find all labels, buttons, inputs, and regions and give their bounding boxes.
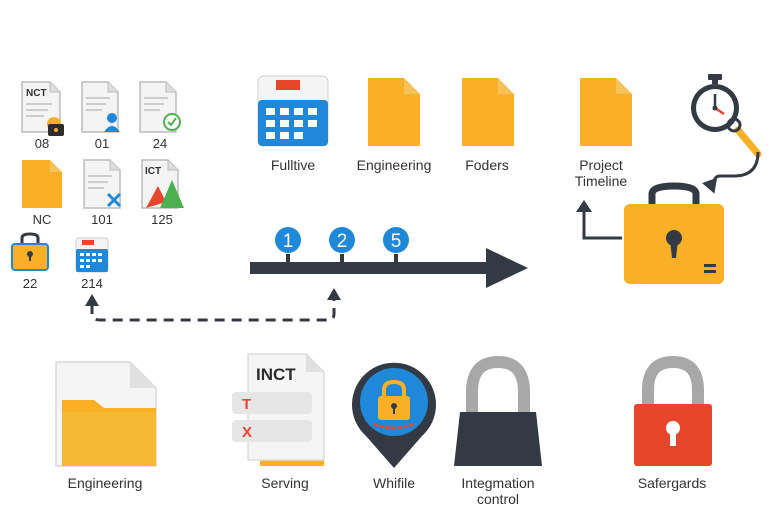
grid-item-folder <box>20 158 64 210</box>
bottom-label: Serving <box>261 475 309 491</box>
padlock-dark-icon <box>454 355 542 466</box>
grid-label: 22 <box>22 276 38 291</box>
document-lock-icon: NCT <box>21 81 64 136</box>
location-lock-icon <box>352 362 436 468</box>
document-icon <box>462 78 514 146</box>
row-label: X <box>242 424 252 441</box>
briefcase-lock-icon <box>11 232 49 271</box>
top-item-calendar <box>256 74 330 148</box>
bottom-item-folder <box>54 360 160 468</box>
top-label: Engineering <box>356 157 432 173</box>
timeline-step: 5 <box>391 231 402 252</box>
bottom-label: Whifile <box>372 475 415 491</box>
grid-item-briefcase-lock <box>10 232 50 272</box>
padlock-red-icon <box>634 355 712 466</box>
timeline-step: 1 <box>283 231 294 252</box>
doc-text: ICT <box>145 166 161 177</box>
doc-text: NCT <box>26 88 47 99</box>
bottom-label: Engineering <box>67 475 143 491</box>
bottom-item-padlock-red <box>632 355 714 468</box>
grid-label: 08 <box>34 136 50 151</box>
bottom-item-location-lock <box>350 358 438 470</box>
grid-item-calendar <box>74 236 110 274</box>
doc-title: INCT <box>256 365 296 384</box>
arrow-connector <box>702 151 760 194</box>
bottom-label: Safergards <box>637 475 707 491</box>
lock-briefcase-icon <box>622 182 726 286</box>
grid-item-document-user <box>80 80 124 136</box>
grid-item-document-chart: ICT <box>140 158 188 210</box>
document-chart-icon: ICT <box>141 159 184 209</box>
timeline: 1 2 5 <box>248 227 530 294</box>
document-x-icon <box>83 159 122 209</box>
grid-label: NC <box>32 212 52 227</box>
return-arrow <box>576 200 622 240</box>
top-item-document <box>578 76 634 148</box>
top-label: Foders <box>465 157 509 173</box>
document-list-icon: INCT T X <box>232 353 325 466</box>
top-item-document <box>460 76 516 148</box>
stopwatch-icon <box>688 72 764 162</box>
grid-label: 101 <box>91 212 113 227</box>
folder-icon <box>55 361 157 467</box>
grid-label: 01 <box>94 136 110 151</box>
grid-item-document-check <box>138 80 186 136</box>
bottom-item-padlock-dark <box>450 355 546 468</box>
timeline-step: 2 <box>337 231 348 252</box>
top-item-document <box>366 76 422 148</box>
grid-label: 125 <box>151 212 173 227</box>
grid-item-document-lock: NCT <box>20 80 68 138</box>
document-icon <box>580 78 632 146</box>
calendar-icon <box>75 237 109 273</box>
document-user-icon <box>81 81 120 133</box>
bottom-item-document-list: INCT T X <box>230 352 328 468</box>
dashed-connector <box>85 288 341 322</box>
document-icon <box>368 78 420 146</box>
calendar-icon <box>257 75 329 147</box>
row-label: T <box>242 396 251 413</box>
document-check-icon <box>139 81 181 133</box>
top-label: Fulltive <box>270 157 316 173</box>
grid-item-document-x <box>82 158 126 210</box>
folder-icon <box>22 160 62 208</box>
top-label: Project Timeline <box>574 157 628 189</box>
grid-label: 214 <box>81 276 103 291</box>
grid-label: 24 <box>152 136 168 151</box>
bottom-label: Integmation control <box>461 475 535 507</box>
